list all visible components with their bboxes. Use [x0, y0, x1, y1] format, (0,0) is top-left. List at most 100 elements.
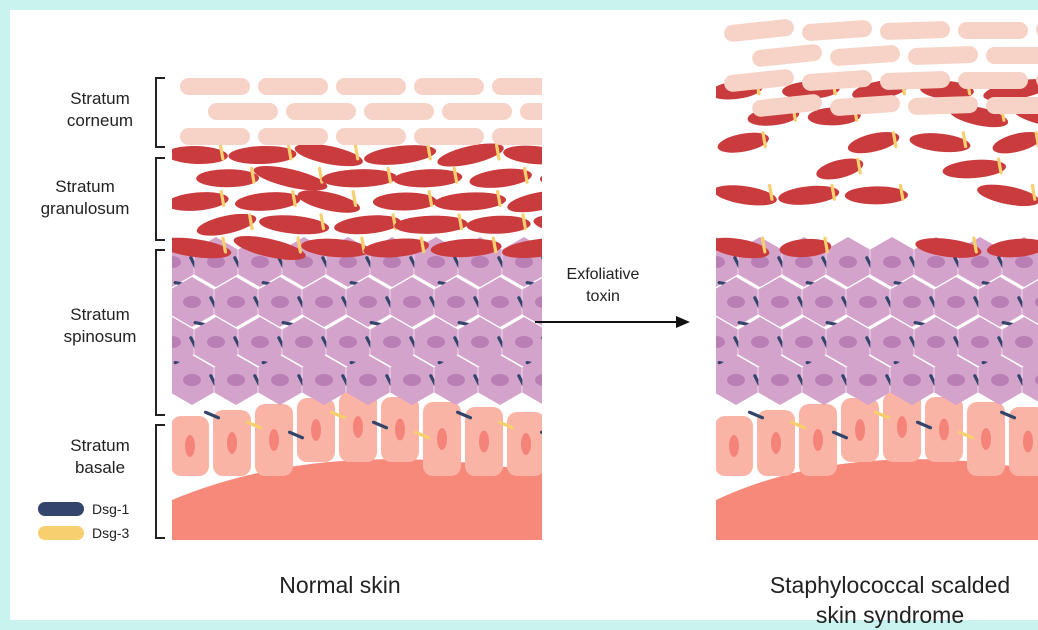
sss-spinous-nucleus: [947, 296, 965, 308]
normal-spinous-nucleus: [535, 374, 553, 386]
sss-spinous-nucleus: [839, 336, 857, 348]
normal-basal-nucleus: [521, 433, 531, 455]
normal-spinous-nucleus: [447, 374, 465, 386]
normal-corneum-cell: [414, 128, 484, 145]
normal-corneum-cell: [492, 78, 562, 95]
sss-corneum-cell: [880, 71, 951, 90]
sss-spinous-nucleus: [839, 256, 857, 268]
layer-bracket: [156, 425, 165, 538]
normal-granular-cell: [166, 145, 228, 165]
layer-bracket: [156, 158, 165, 240]
normal-granular-cell: [394, 215, 468, 235]
normal-spinous-nucleus: [339, 336, 357, 348]
normal-spinous-nucleus: [427, 336, 445, 348]
sss-spinous-nucleus: [859, 374, 877, 386]
normal-spinous-nucleus: [315, 374, 333, 386]
sss-granular-cell: [942, 158, 1007, 181]
sss-basal-nucleus: [813, 429, 823, 451]
normal-dsg1-junction: [563, 376, 569, 388]
normal-basal-junction: [542, 432, 555, 437]
sss-corneum-cell: [958, 72, 1028, 89]
sss-spinous-nucleus: [1015, 336, 1033, 348]
normal-spinous-nucleus: [579, 374, 597, 386]
sss-spinous-nucleus: [971, 336, 989, 348]
normal-spinous-nucleus: [251, 336, 269, 348]
normal-granular-cell: [502, 143, 566, 167]
normal-granular-cell: [252, 161, 330, 196]
sss-granular-cell: [990, 128, 1038, 158]
layer-bracket: [156, 78, 165, 147]
normal-corneum-cell: [520, 103, 590, 120]
normal-spinous-nucleus: [163, 256, 181, 268]
sss-spinous-nucleus: [927, 256, 945, 268]
arrow-label: Exfoliative toxin: [538, 264, 668, 308]
normal-granular-cell: [196, 169, 259, 187]
normal-spinous-nucleus: [295, 336, 313, 348]
normal-spinous-nucleus: [183, 296, 201, 308]
normal-spinous-nucleus: [427, 256, 445, 268]
normal-spinous-nucleus: [359, 296, 377, 308]
label-stratum-granulosum: Stratum granulosum: [20, 176, 150, 220]
normal-spinous-nucleus: [315, 296, 333, 308]
normal-dsg3-junction: [558, 145, 560, 159]
caption-sss: Staphylococcal scalded skin syndrome: [700, 570, 1038, 630]
sss-spinous-nucleus: [927, 336, 945, 348]
normal-granular-cell: [166, 190, 230, 213]
sss-basal-nucleus: [771, 432, 781, 454]
skin-diagram-art: [10, 10, 1038, 630]
sss-basal-nucleus: [981, 428, 991, 450]
sss-spinous-nucleus: [727, 374, 745, 386]
normal-corneum-cell: [336, 128, 406, 145]
sss-spinous-nucleus: [971, 256, 989, 268]
normal-granular-cell: [296, 186, 362, 218]
normal-spinous-nucleus: [183, 374, 201, 386]
normal-granular-cell: [506, 187, 572, 217]
sss-spinous-nucleus: [903, 374, 921, 386]
normal-spinous-nucleus: [383, 256, 401, 268]
normal-spinous-nucleus: [447, 296, 465, 308]
sss-basal-nucleus: [855, 419, 865, 441]
normal-spinous-nucleus: [227, 374, 245, 386]
normal-spinous-nucleus: [403, 374, 421, 386]
sss-corneum-cell: [830, 95, 901, 117]
normal-basal-nucleus: [437, 428, 447, 450]
normal-corneum-cell: [442, 103, 512, 120]
normal-spinous-nucleus: [383, 336, 401, 348]
normal-granular-cell: [434, 191, 507, 213]
sss-spinous-nucleus: [883, 336, 901, 348]
arrow-head: [676, 316, 690, 328]
normal-dsg3-junction: [588, 215, 590, 229]
sss-panel: [694, 18, 1038, 540]
sss-spinous-nucleus: [795, 336, 813, 348]
sss-spinous-nucleus: [707, 336, 725, 348]
normal-basal-nucleus: [185, 435, 195, 457]
normal-spinous-cell: [546, 317, 589, 367]
sss-spinous-nucleus: [795, 256, 813, 268]
normal-spinous-nucleus: [471, 336, 489, 348]
sss-granular-cell: [975, 180, 1038, 210]
normal-spinous-nucleus: [271, 296, 289, 308]
sss-basal-nucleus: [897, 416, 907, 438]
normal-dsg1-junction: [547, 323, 561, 326]
normal-corneum-cell: [336, 78, 406, 95]
normal-spinous-nucleus: [491, 296, 509, 308]
sss-corneum-cell: [723, 18, 794, 42]
normal-corneum-cell: [258, 128, 328, 145]
sss-basal-nucleus: [729, 435, 739, 457]
sss-corneum-cell: [908, 46, 979, 65]
normal-panel: [150, 78, 609, 540]
sss-corneum-cell: [986, 97, 1038, 114]
normal-spinous-nucleus: [227, 296, 245, 308]
normal-spinous-nucleus: [559, 336, 577, 348]
normal-basal-nucleus: [395, 419, 405, 441]
sss-spinous-nucleus: [815, 374, 833, 386]
sss-spinous-nucleus: [771, 296, 789, 308]
sss-spinous-nucleus: [771, 374, 789, 386]
sss-spinous-nucleus: [859, 296, 877, 308]
normal-granular-cell: [373, 192, 437, 211]
label-stratum-corneum: Stratum corneum: [50, 88, 150, 132]
normal-spinous-nucleus: [359, 374, 377, 386]
normal-corneum-cell: [208, 103, 278, 120]
sss-spinous-nucleus: [1015, 256, 1033, 268]
